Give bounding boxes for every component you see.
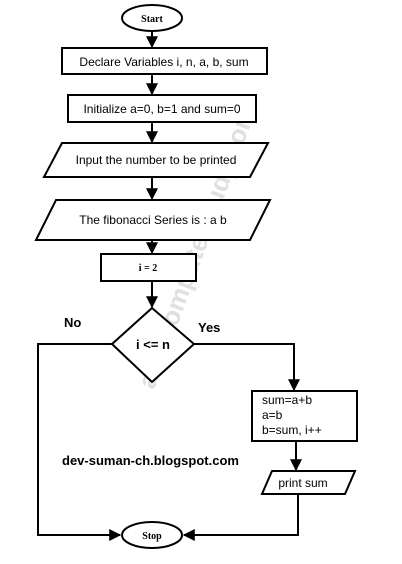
set-i-label: i = 2 xyxy=(139,263,157,274)
condition-node: i <= n xyxy=(110,306,196,384)
print-node: print sum xyxy=(260,470,357,495)
initialize-node: Initialize a=0, b=1 and sum=0 xyxy=(67,94,257,123)
print-label: print sum xyxy=(278,476,327,490)
compute-line-3: b=sum, i++ xyxy=(262,423,322,437)
compute-line-2: a=b xyxy=(262,408,283,422)
start-node: Start xyxy=(121,4,183,32)
input-node: Input the number to be printed xyxy=(42,142,270,178)
set-i-node: i = 2 xyxy=(100,253,197,282)
edge-no-stop xyxy=(37,343,122,541)
edge-print-stop xyxy=(182,494,299,541)
compute-node: sum=a+b a=b b=sum, i++ xyxy=(251,390,358,442)
stop-node: Stop xyxy=(121,521,183,549)
no-label: No xyxy=(64,315,81,330)
yes-label: Yes xyxy=(198,320,220,335)
output-series-label: The fibonacci Series is : a b xyxy=(79,213,227,227)
compute-line-1: sum=a+b xyxy=(262,393,312,407)
initialize-label: Initialize a=0, b=1 and sum=0 xyxy=(83,102,240,116)
start-label: Start xyxy=(141,14,163,25)
input-label: Input the number to be printed xyxy=(76,153,237,167)
condition-label: i <= n xyxy=(136,337,170,352)
edge-yes-compute xyxy=(194,343,300,392)
declare-node: Declare Variables i, n, a, b, sum xyxy=(61,47,268,75)
output-series-node: The fibonacci Series is : a b xyxy=(34,199,272,241)
stop-label: Stop xyxy=(142,531,162,542)
caption: dev-suman-ch.blogspot.com xyxy=(62,453,239,468)
declare-label: Declare Variables i, n, a, b, sum xyxy=(79,55,248,69)
